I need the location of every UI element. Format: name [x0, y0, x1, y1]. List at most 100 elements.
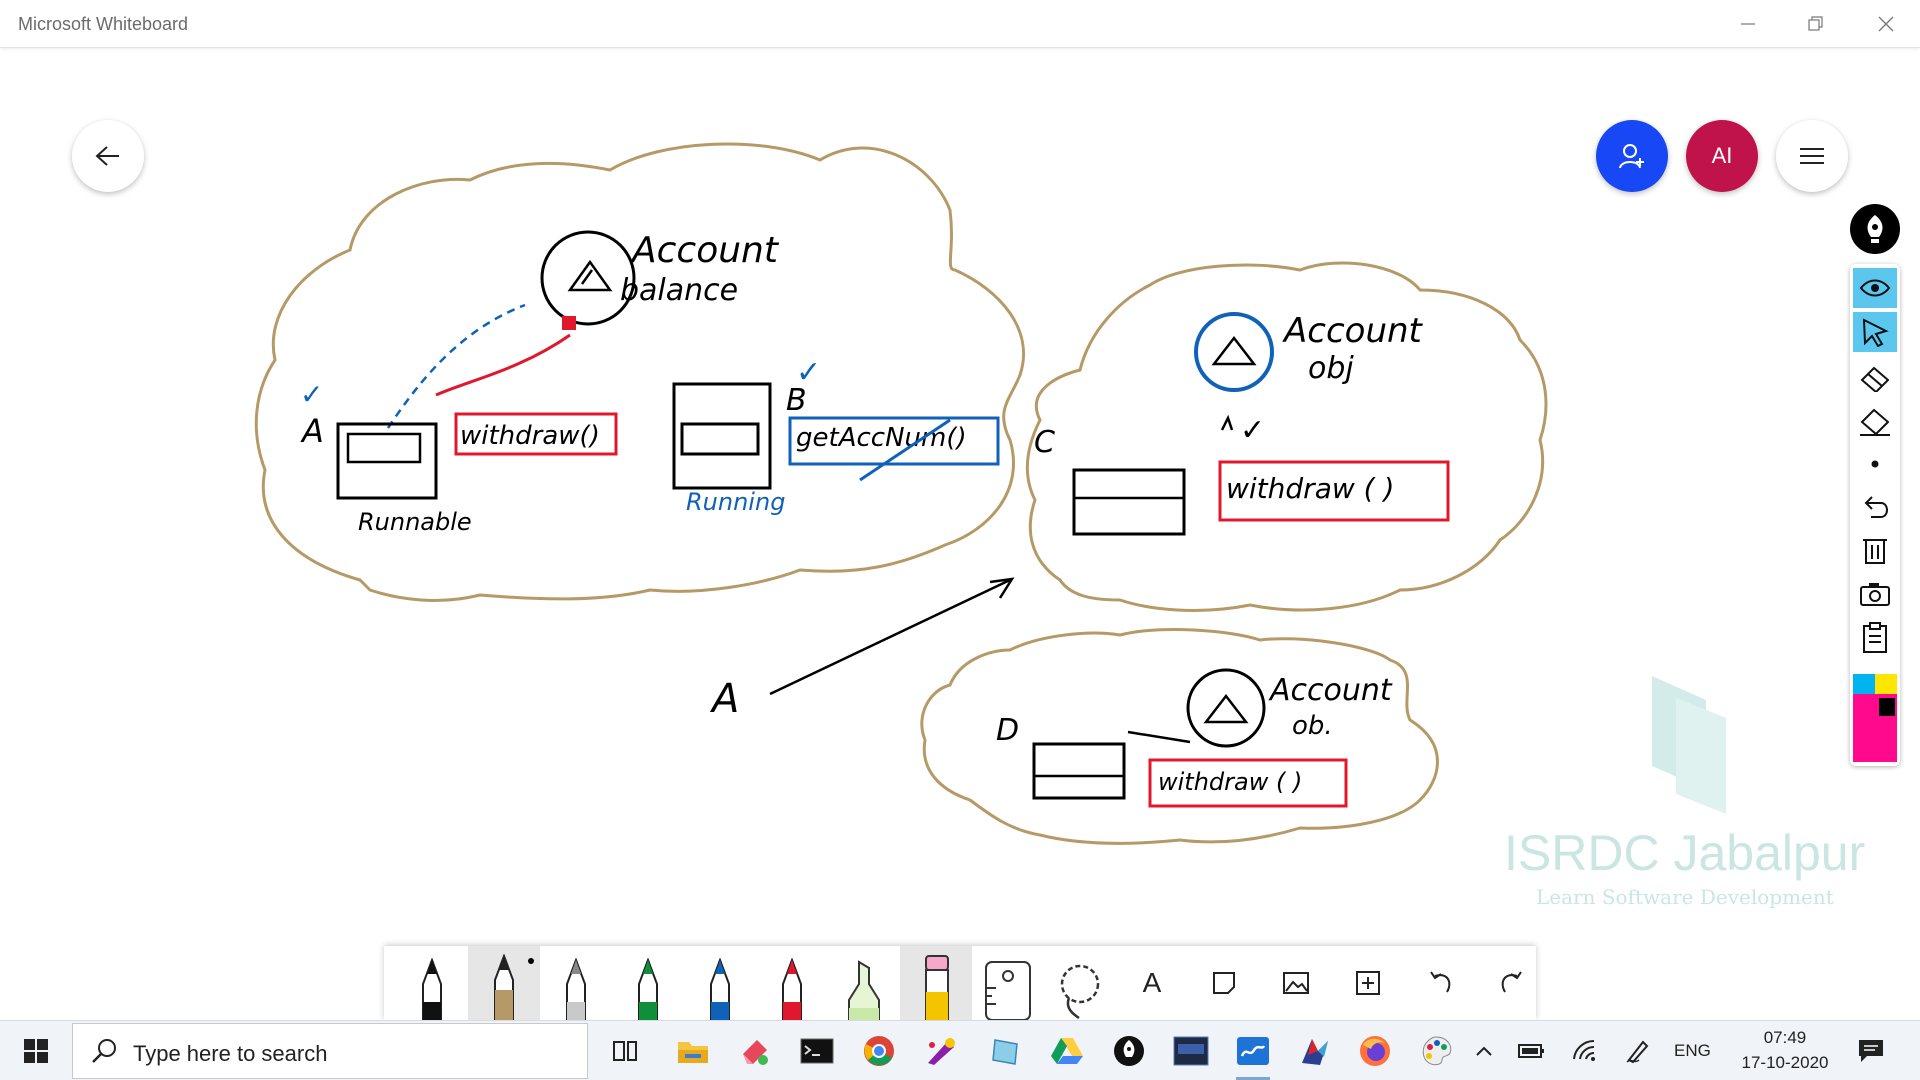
- undo-tool[interactable]: [1853, 486, 1897, 526]
- green-highlighter-tool[interactable]: [828, 946, 900, 1020]
- tool-palette: [1850, 264, 1900, 766]
- minimize-icon: [1741, 23, 1755, 25]
- silver-pen-tool[interactable]: [540, 946, 612, 1020]
- notes-icon: [992, 1039, 1018, 1065]
- pen-nib-icon: [1114, 1036, 1144, 1066]
- cloud-d-object-title: Account: [1268, 673, 1393, 708]
- blue-pen-tool[interactable]: [684, 946, 756, 1020]
- paint-palette-button[interactable]: [1412, 1027, 1462, 1075]
- menu-button[interactable]: [1776, 120, 1848, 192]
- network-button[interactable]: [1566, 1027, 1606, 1075]
- title-bar: Microsoft Whiteboard: [0, 0, 1920, 48]
- pen-toolbar: A: [384, 946, 1536, 1020]
- battery-icon: [1518, 1044, 1544, 1058]
- close-button[interactable]: [1852, 0, 1920, 48]
- language-indicator[interactable]: ENG: [1674, 1041, 1711, 1060]
- method-d-box: [1148, 758, 1348, 808]
- restore-icon: [1808, 16, 1823, 31]
- pen-settings-button[interactable]: [1850, 204, 1900, 254]
- delete-tool[interactable]: [1853, 530, 1897, 570]
- minimize-button[interactable]: [1714, 0, 1782, 48]
- toolbar-undo-button[interactable]: [1404, 946, 1476, 1020]
- search-input[interactable]: Type here to search: [72, 1023, 588, 1079]
- whiteboard-canvas[interactable]: Account balance ✓ ✓ A withdraw() Runnabl…: [0, 49, 1920, 1019]
- undo-icon: [1864, 496, 1888, 518]
- firefox-button[interactable]: [1350, 1027, 1400, 1075]
- svg-text:✓: ✓: [1240, 414, 1265, 447]
- cloud-d-object: [1186, 668, 1266, 748]
- green-pen-tool[interactable]: [612, 946, 684, 1020]
- select-icon: [1862, 318, 1889, 347]
- watermark-logo: [1652, 676, 1726, 814]
- task-view-button[interactable]: [600, 1027, 650, 1075]
- ruler-tool[interactable]: [972, 946, 1044, 1020]
- bird-icon: [1302, 1039, 1328, 1065]
- restore-button[interactable]: [1782, 0, 1850, 48]
- undo-icon: [1430, 971, 1451, 993]
- swatch-cyan: [1853, 674, 1875, 694]
- black-pen-tool[interactable]: [396, 946, 468, 1020]
- folder-icon: [678, 1042, 708, 1063]
- tray-overflow-button[interactable]: [1466, 1027, 1502, 1075]
- image-icon: [1283, 972, 1309, 994]
- checkmark-b: ✓: [796, 356, 821, 389]
- pen-icon: [566, 958, 586, 1020]
- pen-size-dot[interactable]: [1853, 444, 1897, 484]
- back-button[interactable]: [72, 120, 144, 192]
- parrot-app-button[interactable]: [1290, 1027, 1340, 1075]
- whiteboard-app-button[interactable]: [1228, 1027, 1278, 1080]
- file-explorer-button[interactable]: [668, 1027, 718, 1075]
- swatch-yellow: [1875, 674, 1897, 694]
- clear-eraser-icon: [1860, 408, 1890, 436]
- sticky-note-tool[interactable]: [1188, 946, 1260, 1020]
- clock[interactable]: 07:49 17-10-2020: [1730, 1025, 1840, 1075]
- lasso-tool[interactable]: [1044, 946, 1116, 1020]
- image-tool[interactable]: [1260, 946, 1332, 1020]
- yellow-highlighter-tool[interactable]: [900, 946, 972, 1020]
- ruler-icon: [985, 961, 1031, 1020]
- eraser-icon: [1860, 366, 1890, 392]
- color-swatches[interactable]: [1853, 674, 1897, 762]
- chrome-button[interactable]: [854, 1027, 904, 1075]
- checkmark-a: ✓: [300, 379, 323, 410]
- firefox-icon: [1360, 1036, 1390, 1066]
- paint-app-button[interactable]: [916, 1027, 966, 1075]
- insert-tool[interactable]: [1332, 946, 1404, 1020]
- clear-eraser-tool[interactable]: [1853, 402, 1897, 442]
- pen-workspace-button[interactable]: [1618, 1027, 1658, 1075]
- avatar[interactable]: AI: [1686, 120, 1758, 192]
- google-drive-button[interactable]: [1042, 1027, 1092, 1075]
- pen-app-button[interactable]: [1104, 1027, 1154, 1075]
- swatch-black: [1879, 698, 1895, 716]
- drive-icon: [1051, 1038, 1083, 1064]
- text-tool[interactable]: A: [1116, 946, 1188, 1020]
- long-arrow: [769, 578, 1011, 696]
- invite-button[interactable]: [1596, 120, 1668, 192]
- pen-icon: [638, 958, 658, 1020]
- eraser-app-button[interactable]: [730, 1027, 780, 1075]
- eraser-tool[interactable]: [1853, 358, 1897, 398]
- ink-layer: Account balance ✓ ✓ A withdraw() Runnabl…: [254, 142, 1865, 909]
- notes-app-button[interactable]: [980, 1027, 1030, 1075]
- cloud-d-object-subtitle: ob.: [1292, 711, 1333, 741]
- red-pen-tool[interactable]: [756, 946, 828, 1020]
- thread-d-label: D: [996, 713, 1019, 748]
- notifications-button[interactable]: [1846, 1027, 1896, 1075]
- toolbar-redo-button[interactable]: [1476, 946, 1548, 1020]
- watermark-title: ISRDC Jabalpur: [1504, 825, 1865, 881]
- cloud-a-object-subtitle: balance: [620, 273, 738, 308]
- eye-tool[interactable]: [1853, 268, 1897, 308]
- select-tool[interactable]: [1853, 312, 1897, 352]
- method-c-box: [1218, 460, 1450, 522]
- camera-tool[interactable]: [1853, 574, 1897, 614]
- terminal-button[interactable]: [792, 1027, 842, 1075]
- clipboard-tool[interactable]: [1853, 618, 1897, 658]
- mysql-button[interactable]: [1166, 1027, 1216, 1075]
- start-button[interactable]: [0, 1021, 72, 1080]
- thread-a-box: [336, 422, 438, 500]
- battery-button[interactable]: [1512, 1027, 1552, 1075]
- task-view-icon: [613, 1041, 637, 1061]
- gold-pen-tool[interactable]: [468, 946, 540, 1020]
- notification-icon: [1859, 1040, 1883, 1062]
- star-label: A: [709, 676, 739, 722]
